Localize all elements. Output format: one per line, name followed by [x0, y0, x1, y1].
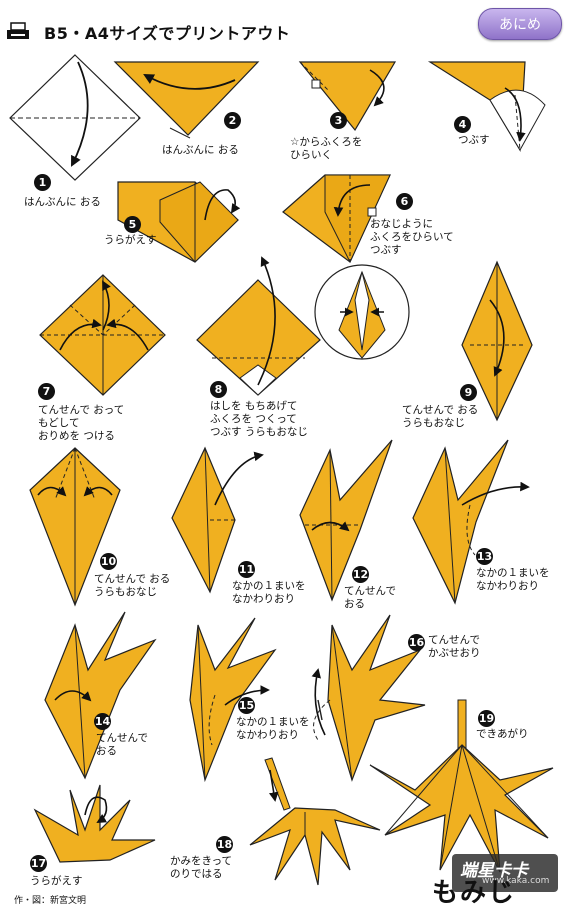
- step-number: 3: [330, 112, 347, 129]
- step-2-figure: [113, 61, 260, 139]
- step-5-figure: [117, 181, 241, 263]
- step-6-figure: [282, 174, 391, 264]
- step-caption: おなじように ふくろをひらいて つぶす: [370, 218, 454, 256]
- step-number: 10: [100, 553, 117, 570]
- step-caption: てんせんで おる うらもおなじ: [402, 404, 479, 429]
- step-17-figure: [33, 784, 156, 863]
- step-3-figure: [298, 61, 397, 132]
- step-caption: なかの１まいを なかわりおり: [476, 567, 550, 592]
- step-caption: はんぶんに おる: [24, 196, 101, 208]
- step-16-figure: [311, 614, 426, 782]
- step-number: 6: [396, 193, 413, 210]
- step-14-figure: [44, 611, 157, 780]
- step-caption: かみをきって のりではる: [170, 855, 233, 880]
- step-caption: てんせんで おって もどして おりめを つける: [38, 404, 125, 442]
- step-number: 15: [238, 697, 255, 714]
- step-caption: はしを もちあげて ふくろを つくって つぶす うらもおなじ: [210, 400, 308, 438]
- watermark-url: www.kaka.com: [482, 876, 550, 886]
- page-title: B5・A4サイズでプリントアウト: [44, 24, 291, 43]
- step-1-figure: [9, 54, 141, 181]
- step-caption: はんぶんに おる: [162, 144, 239, 156]
- step-number: 14: [94, 713, 111, 730]
- step-8-figure: [196, 256, 321, 396]
- step-number: 8: [210, 381, 227, 398]
- author-credit: 作・図：新宮文明: [14, 896, 87, 906]
- step-12-figure: [299, 439, 393, 602]
- anime-button[interactable]: あにめ: [478, 8, 562, 40]
- step-11-figure: [171, 446, 264, 594]
- step-number: 18: [216, 836, 233, 853]
- step-13-figure: [412, 439, 530, 605]
- printer-icon[interactable]: [6, 22, 30, 40]
- step-caption: うらがえす: [30, 875, 83, 887]
- step-number: 1: [34, 174, 51, 191]
- step-9-figure: [461, 260, 533, 422]
- step-number: 17: [30, 855, 47, 872]
- step-number: 9: [460, 384, 477, 401]
- step-number: 2: [224, 112, 241, 129]
- step-caption: うらがえす: [104, 234, 157, 246]
- step-number: 12: [352, 566, 369, 583]
- watermark: 端星卡卡 www.kaka.com: [452, 854, 558, 892]
- step-number: 11: [238, 561, 255, 578]
- step-19-figure: [369, 699, 554, 873]
- step-number: 19: [478, 710, 495, 727]
- step-15-figure: [189, 617, 277, 783]
- step-caption: なかの１まいを なかわりおり: [236, 716, 310, 741]
- step-number: 7: [38, 383, 55, 400]
- step-caption: なかの１まいを なかわりおり: [232, 580, 306, 605]
- step-caption: てんせんで かぶせおり: [428, 634, 481, 659]
- step-caption: ☆からふくろを ひらいく: [290, 136, 363, 161]
- step-7-figure: [39, 274, 166, 396]
- step-number: 5: [124, 216, 141, 233]
- watermark-main: 端星卡卡: [460, 861, 528, 881]
- step-caption: てんせんで おる: [96, 732, 148, 757]
- step-caption: てんせんで おる うらもおなじ: [94, 573, 171, 598]
- step-caption: できあがり: [476, 728, 529, 740]
- step-number: 16: [408, 634, 425, 651]
- step-caption: てんせんで おる: [344, 585, 396, 610]
- step-8-inset: [314, 264, 410, 360]
- step-18-figure: [249, 757, 381, 886]
- step-caption: つぶす: [458, 134, 490, 146]
- step-number: 4: [454, 116, 471, 133]
- step-4-figure: [427, 61, 546, 152]
- step-number: 13: [476, 548, 493, 565]
- step-10-figure: [29, 447, 121, 607]
- diagram-title: もみじ: [432, 878, 517, 908]
